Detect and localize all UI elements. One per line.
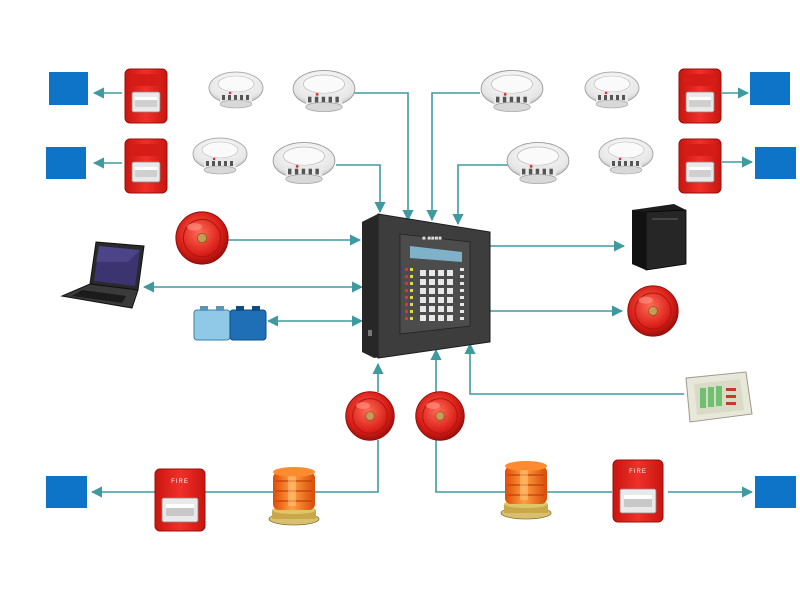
panel-key: [429, 306, 435, 312]
connector-line: [464, 342, 684, 395]
panel-key: [438, 270, 444, 276]
output-box-top-left-2: [46, 147, 86, 179]
panel-key: [429, 297, 435, 303]
battery-icon: [193, 306, 267, 341]
panel-led: [405, 303, 408, 306]
smoke-detector-icon: [598, 137, 654, 175]
horn-strobe-icon: [678, 68, 722, 124]
panel-led: [460, 303, 464, 306]
cabinet-icon: [632, 204, 687, 271]
panel-led: [460, 289, 464, 292]
panel-led: [405, 275, 408, 278]
panel-led: [410, 282, 413, 285]
horn-strobe-icon: [124, 68, 168, 124]
horn-strobe-icon: [124, 138, 168, 194]
panel-key: [429, 288, 435, 294]
connector-line: [426, 92, 480, 222]
smoke-detector-icon: [208, 71, 264, 109]
panel-key: [429, 270, 435, 276]
beacons: [268, 460, 552, 526]
output-box-top-left-1: [49, 72, 88, 105]
panel-key: [438, 315, 444, 321]
strobe-label: FIRE: [629, 469, 647, 475]
fire-bell-icon: [415, 391, 465, 441]
panel-led: [460, 268, 464, 271]
output-boxes: [46, 72, 796, 508]
panel-key: [438, 279, 444, 285]
horn-strobe-icon: FIRE: [612, 459, 664, 523]
fire-bell-icon: [627, 285, 679, 337]
panel-key: [447, 288, 453, 294]
panel-key: [447, 306, 453, 312]
panel-key: [447, 315, 453, 321]
output-box-top-right-2: [755, 147, 796, 179]
panel-led: [460, 296, 464, 299]
strobe-label: FIRE: [171, 479, 189, 485]
panel-key: [420, 270, 426, 276]
panel-led: [460, 317, 464, 320]
fire-alarm-control-panel-icon: ■ ■■■■: [362, 213, 491, 359]
panel-led: [405, 282, 408, 285]
panel-key: [438, 306, 444, 312]
panel-led: [405, 289, 408, 292]
panel-key: [447, 279, 453, 285]
panel-led: [460, 275, 464, 278]
panel-key: [429, 315, 435, 321]
fire-bell-icon: [175, 211, 229, 265]
smoke-detector-icon: [584, 71, 640, 109]
connector-lines: [90, 87, 754, 498]
panel-key: [420, 288, 426, 294]
connector-line: [352, 92, 414, 222]
connector-line: [336, 164, 386, 214]
fire-bell-icon: [345, 391, 395, 441]
panel-led: [405, 296, 408, 299]
panel-key: [429, 279, 435, 285]
panel-key: [420, 306, 426, 312]
panel-brand-label: ■ ■■■■: [422, 236, 442, 242]
smoke-detector-icon: [272, 141, 336, 185]
panel-led: [410, 289, 413, 292]
fire-horn-strobes: FIRE FIRE: [154, 459, 664, 532]
panel-led: [410, 296, 413, 299]
panel-led: [410, 317, 413, 320]
panel-key: [438, 297, 444, 303]
smoke-detector-icon: [192, 137, 248, 175]
beacon-icon: [500, 460, 552, 520]
output-box-bottom-right: [755, 476, 796, 508]
panel-keypad: [405, 268, 464, 321]
horn-strobe-icon: FIRE: [154, 468, 206, 532]
beacon-icon: [268, 466, 320, 526]
panel-key: [447, 270, 453, 276]
panel-led: [410, 303, 413, 306]
panel-led: [410, 268, 413, 271]
panel-led: [405, 310, 408, 313]
smoke-detectors: [192, 69, 654, 185]
connector-line: [154, 440, 379, 493]
panel-led: [460, 282, 464, 285]
laptop-icon: [60, 241, 145, 309]
panel-key: [438, 288, 444, 294]
panel-key: [447, 297, 453, 303]
panel-led: [410, 275, 413, 278]
smoke-detector-icon: [480, 69, 544, 113]
output-box-bottom-left: [46, 476, 87, 508]
smoke-detector-icon: [506, 141, 570, 185]
panel-key: [420, 297, 426, 303]
output-box-top-right-1: [750, 72, 790, 105]
smoke-detector-icon: [292, 69, 356, 113]
panel-key: [420, 315, 426, 321]
panel-led: [460, 310, 464, 313]
annunciator-icon: [685, 371, 753, 423]
panel-led: [405, 317, 408, 320]
panel-key: [420, 279, 426, 285]
connector-line: [435, 440, 612, 493]
connector-line: [452, 164, 508, 226]
horn-strobe-icon: [678, 138, 722, 194]
panel-led: [410, 310, 413, 313]
panel-led: [405, 268, 408, 271]
